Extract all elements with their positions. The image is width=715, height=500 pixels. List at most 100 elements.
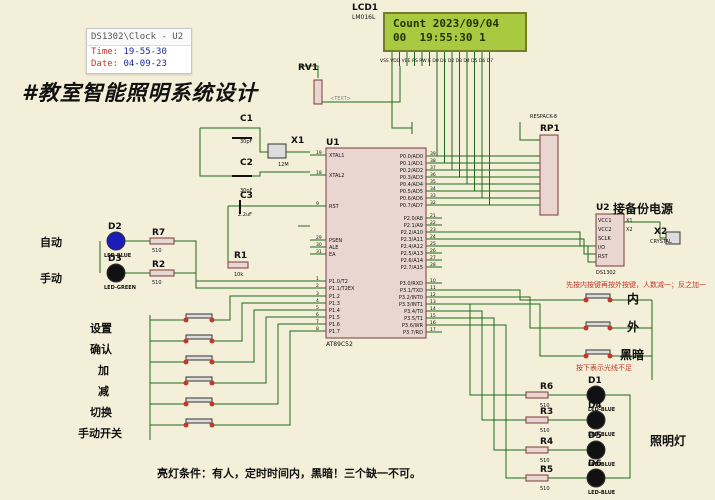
button-contact: [209, 338, 215, 344]
r1-ref: R1: [234, 251, 247, 261]
button-cap: [185, 313, 213, 319]
u1-pin-p22a10: P2.2/A10: [401, 230, 423, 236]
u1-pin-number: 23: [430, 227, 436, 233]
lamp-resistor-ref: R3: [540, 407, 553, 417]
u1-pin-number: 3: [316, 291, 319, 297]
button-contact: [183, 359, 189, 365]
u1-pin-number: 21: [430, 213, 436, 219]
lamp-resistor: [525, 391, 549, 399]
u1-pin-p14: P1.4: [329, 308, 340, 314]
rv1-ref: RV1: [298, 63, 318, 73]
resistor-r2: [149, 269, 175, 277]
u1-pin-p07ad7: P0.7/AD7: [400, 203, 423, 209]
button-contact: [583, 325, 589, 331]
resistor-r7: [149, 237, 175, 245]
lamp-led-ref: D4: [588, 401, 602, 411]
lamp-port-wire: [442, 317, 526, 451]
button-contact: [183, 338, 189, 344]
clock-window-title: DS1302\Clock - U2: [87, 29, 191, 46]
lcd-pin-labels: VSS VDD VEE RS RW E D0 D1 D2 D3 D4 D5 D6…: [380, 58, 493, 64]
lamp-led-type: LED-BLUE: [588, 490, 616, 496]
lamp-led: [586, 440, 606, 460]
xtal2-wire: [199, 128, 310, 177]
c1-value: 30pF: [240, 139, 253, 145]
u1-pin-number: 28: [430, 262, 436, 268]
resistor-ref: R2: [152, 260, 165, 270]
u1-pin-number: 8: [316, 326, 319, 332]
x2-ref: X2: [654, 227, 667, 237]
button-contact: [183, 380, 189, 386]
u1-pin-p25a13: P2.5/A13: [401, 251, 423, 257]
lcd-ref: LCD1: [352, 3, 379, 13]
data-bus-line: [442, 66, 453, 171]
u2-model: DS1302: [596, 270, 616, 276]
u1-pin-p13: P1.3: [329, 301, 340, 307]
u2-body: [595, 213, 625, 267]
u1-pin-number: 36: [430, 172, 436, 178]
clock-time-value: 19-55-30: [123, 47, 167, 57]
u1-pin-number: 18: [316, 170, 322, 176]
data-bus-line: [442, 66, 468, 185]
u1-pin-psen: PSEN: [329, 238, 342, 244]
u1-pin-p01ad1: P0.1/AD1: [400, 161, 423, 167]
led-type: LED-BLUE: [104, 253, 132, 259]
u1-pin-number: 22: [430, 220, 436, 226]
u1-pin-number: 14: [430, 306, 436, 312]
r1-value: 10k: [234, 272, 243, 278]
u1-pin-number: 12: [430, 292, 436, 298]
lamp-led-ref: D5: [588, 431, 602, 441]
wires: [99, 50, 666, 479]
button-cap: [185, 376, 213, 382]
u1-pin-ale: ALE: [329, 245, 338, 251]
resistor-ref: R7: [152, 228, 165, 238]
button-contact: [183, 401, 189, 407]
x1-value: 12M: [278, 162, 289, 168]
led-port-wire: [174, 272, 310, 289]
x1-crystal: [267, 143, 287, 159]
u1-pin-p00ad0: P0.0/AD0: [400, 154, 423, 160]
data-bus-line: [442, 66, 445, 164]
u1-pin-p11t2ex: P1.1/T2EX: [329, 286, 355, 292]
u1-pin-number: 27: [430, 255, 436, 261]
lcd-line-1: Count 2023/09/04: [393, 17, 499, 30]
u1-pin-p16: P1.6: [329, 322, 340, 328]
resistor-value: 510: [152, 248, 162, 254]
button-port-wire: [212, 309, 310, 363]
clock-window[interactable]: DS1302\Clock - U2 Time: 19-55-30 Date: 0…: [86, 28, 192, 74]
data-bus-line: [442, 66, 475, 192]
rv1-body: [313, 79, 323, 105]
u1-pin-number: 19: [316, 150, 322, 156]
button-cap: [185, 418, 213, 424]
u1-pin-p10t2: P1.0/T2: [329, 279, 348, 285]
clock-time-label: Time:: [91, 47, 119, 57]
rp1-body: [539, 134, 559, 216]
label-confirm: 确认: [90, 343, 112, 356]
label-backup-power: 接备份电源: [613, 202, 674, 216]
u1-pin-p37rd: P3.7/RD: [403, 330, 423, 336]
lamp-resistor-value: 510: [540, 403, 550, 409]
u1-pin-number: 33: [430, 193, 436, 199]
button-contact: [607, 325, 613, 331]
u1-pin-p05ad5: P0.5/AD5: [400, 189, 423, 195]
button-contact: [583, 297, 589, 303]
u1-pin-number: 1: [316, 276, 319, 282]
parts: [106, 79, 681, 488]
u1-pin-xtal1: XTAL1: [329, 153, 344, 159]
u1-pin-p36wr: P3.6/WR: [402, 323, 424, 329]
button-port-wire: [212, 330, 310, 426]
lcd-ground-wire: [391, 66, 412, 129]
page-title: #教室智能照明系统设计: [22, 81, 258, 105]
label-auto: 自动: [40, 236, 62, 249]
lamp-port-wire: [442, 324, 526, 479]
led-d2: [106, 231, 126, 251]
led-ref: D3: [108, 254, 122, 264]
u1-model: AT89C52: [326, 341, 353, 348]
button-contact: [209, 401, 215, 407]
u1-pin-number: 16: [430, 320, 436, 326]
u1-pin-number: 30: [316, 242, 322, 248]
u1-pin-number: 35: [430, 179, 436, 185]
rp1-model: RESPACK-8: [530, 114, 557, 120]
lamp-led-type: LED-BLUE: [588, 462, 616, 468]
lamp-led: [586, 468, 606, 488]
